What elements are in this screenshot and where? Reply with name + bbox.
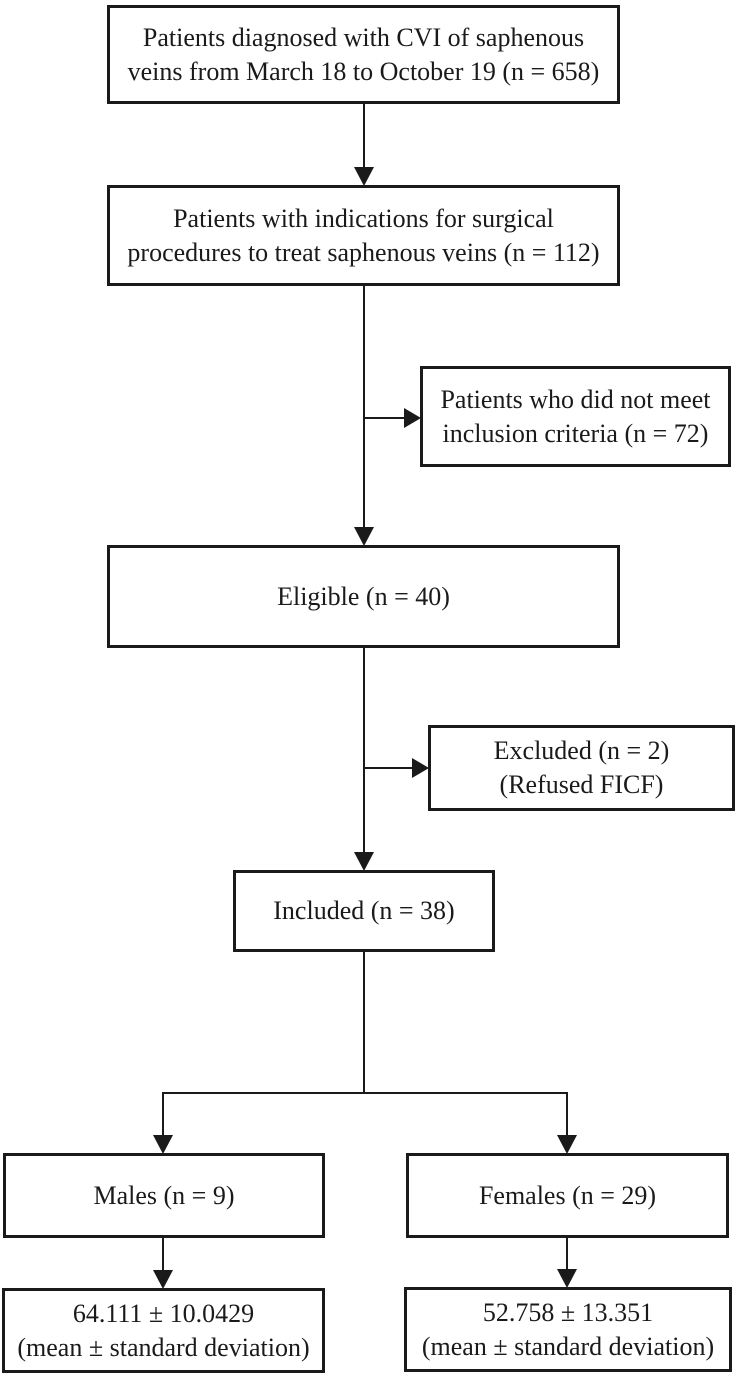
arrow-down-icon — [153, 1135, 173, 1154]
arrow-down-icon — [354, 852, 374, 871]
arrow-down-icon — [557, 1269, 577, 1288]
flow-box-excluded-line1: Excluded (n = 2) — [493, 736, 670, 765]
connector-diagnosed-to-surgical — [354, 104, 374, 186]
flow-box-excluded: Excluded (n = 2) (Refused FICF) — [428, 725, 735, 811]
flow-box-eligible-line1: Eligible (n = 40) — [277, 581, 450, 611]
flow-box-males-mean-sd: 64.111 ± 10.0429 (mean ± standard deviat… — [2, 1288, 325, 1373]
arrow-down-icon — [354, 527, 374, 546]
flow-box-surgical-indications: Patients with indications for surgical p… — [107, 185, 620, 286]
flow-box-not-meeting-criteria: Patients who did not meet inclusion crit… — [420, 366, 731, 467]
flow-box-diagnosed-line2: veins from March 18 to October 19 (n = 6… — [127, 56, 600, 86]
connector-surgical-to-eligible — [354, 286, 374, 546]
arrow-right-icon — [404, 408, 421, 428]
flow-box-females-mean-sd: 52.758 ± 13.351 (mean ± standard deviati… — [404, 1287, 732, 1372]
connector-split-to-males — [153, 1092, 173, 1154]
arrow-down-icon — [354, 167, 374, 186]
connector-eligible-to-included — [354, 648, 374, 871]
flow-box-included-line1: Included (n = 38) — [273, 896, 455, 925]
flow-box-not-meeting-line2: inclusion criteria (n = 72) — [442, 418, 709, 448]
arrow-down-icon — [153, 1270, 173, 1289]
flow-box-surgical-line1: Patients with indications for surgical — [173, 203, 554, 233]
flow-box-not-meeting-line1: Patients who did not meet — [440, 384, 711, 414]
connector-females-to-stats — [557, 1238, 577, 1288]
connector-branch-to-not-meeting — [364, 408, 421, 428]
flow-box-diagnosed: Patients diagnosed with CVI of saphenous… — [107, 5, 620, 104]
connector-included-to-split — [163, 952, 567, 1094]
connector-branch-to-excluded — [364, 758, 429, 778]
flow-box-females-line1: Females (n = 29) — [478, 1180, 657, 1210]
flow-box-males-line1: Males (n = 9) — [93, 1180, 235, 1210]
flow-box-females-mean-sd-line2: (mean ± standard deviation) — [421, 1331, 715, 1361]
flow-box-females: Females (n = 29) — [406, 1153, 729, 1238]
flow-box-eligible: Eligible (n = 40) — [107, 545, 620, 648]
flow-box-females-mean-sd-line1: 52.758 ± 13.351 — [482, 1297, 654, 1327]
flow-box-males-mean-sd-line2: (mean ± standard deviation) — [17, 1332, 310, 1362]
arrow-right-icon — [412, 758, 429, 778]
flow-box-males-mean-sd-line1: 64.111 ± 10.0429 — [72, 1298, 255, 1328]
connector-split-to-females — [557, 1092, 577, 1154]
flow-box-excluded-line2: (Refused FICF) — [499, 770, 664, 799]
arrow-down-icon — [557, 1135, 577, 1154]
flow-box-males: Males (n = 9) — [3, 1153, 325, 1238]
connector-males-to-stats — [153, 1237, 173, 1289]
flow-box-diagnosed-line1: Patients diagnosed with CVI of saphenous — [142, 22, 585, 52]
flow-box-surgical-line2: procedures to treat saphenous veins (n =… — [127, 237, 600, 267]
flow-box-included: Included (n = 38) — [233, 870, 495, 952]
